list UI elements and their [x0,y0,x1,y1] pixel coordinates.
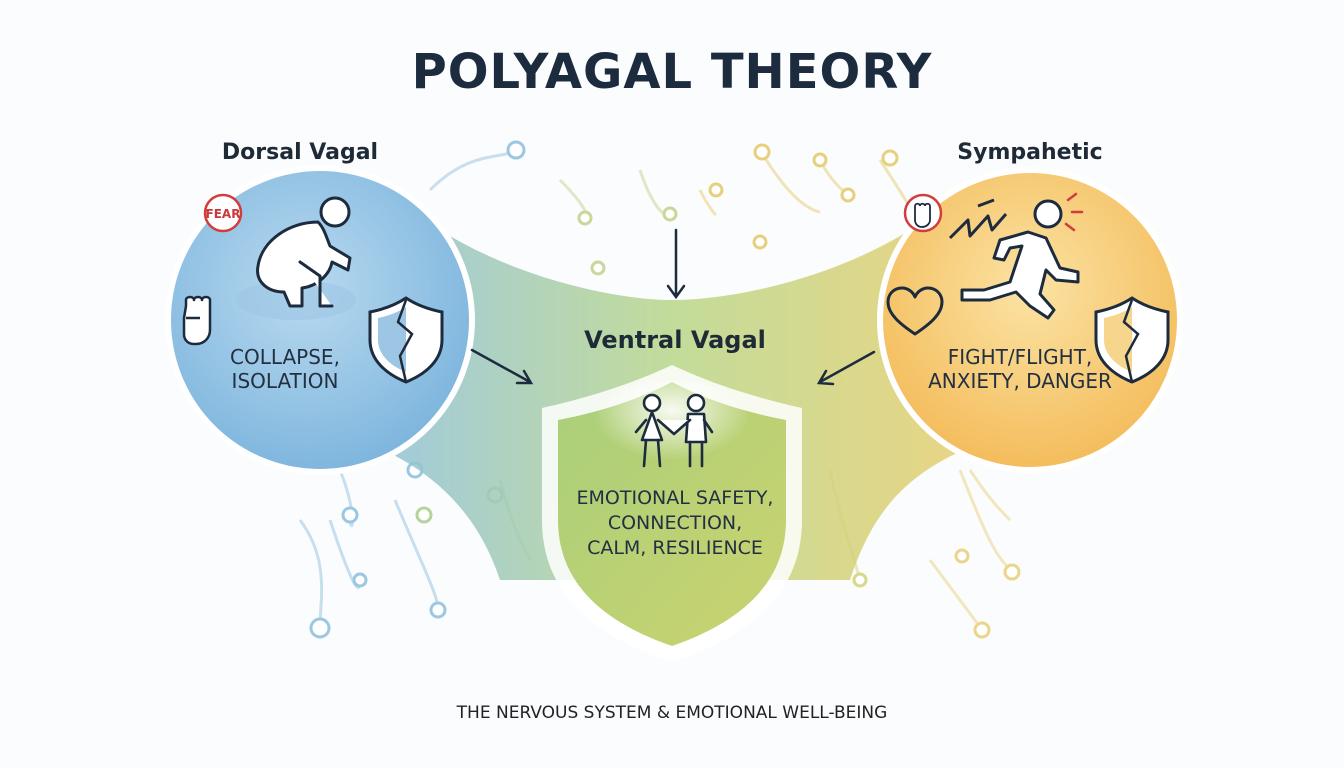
fear-badge-icon [203,193,243,233]
ventral-state-line: CALM, RESILIENCE [587,537,763,559]
dorsal-state-line: COLLAPSE, [230,345,340,369]
page-title: POLYAGAL THEORY [411,44,933,100]
lightning-bolt-icon [948,198,1008,240]
ventral-state-line: EMOTIONAL SAFETY, [576,487,774,509]
footer-caption: THE NERVOUS SYSTEM & EMOTIONAL WELL-BEIN… [456,703,888,723]
sympathetic-state: FIGHT/FLIGHT, ANXIETY, DANGER [905,345,1135,393]
fist-badge-icon [903,193,943,233]
sympathetic-state-line: ANXIETY, DANGER [928,369,1112,393]
dorsal-vagal-state: COLLAPSE, ISOLATION [210,345,360,393]
broken-shield-icon [368,296,444,384]
arrow-down-icon [666,228,686,300]
alert-lines-icon [1064,192,1084,232]
dorsal-vagal-title: Dorsal Vagal [221,140,379,165]
ventral-vagal-title: Ventral Vagal [584,326,766,354]
two-people-holding-hands-icon [634,393,714,468]
person-running-icon [960,199,1080,320]
ventral-vagal-state: EMOTIONAL SAFETY, CONNECTION, CALM, RESI… [540,486,810,561]
arrow-from-dorsal-icon [470,348,534,385]
fear-badge-label: FEAR [205,207,241,221]
broken-shield-icon [1094,296,1170,384]
arrow-from-sympathetic-icon [816,350,876,386]
heart-icon [886,286,944,336]
dorsal-state-line: ISOLATION [231,369,339,393]
sympathetic-title: Sympahetic [957,140,1103,165]
arrows [470,228,876,386]
sympathetic-state-line: FIGHT/FLIGHT, [947,345,1093,369]
fist-icon [182,295,212,346]
dorsal-vagal-circle [165,165,475,475]
person-crouching-icon [256,196,352,308]
ventral-state-line: CONNECTION, [607,512,743,534]
neuron-nodes [309,140,1055,639]
sympathetic-circle [877,167,1183,473]
